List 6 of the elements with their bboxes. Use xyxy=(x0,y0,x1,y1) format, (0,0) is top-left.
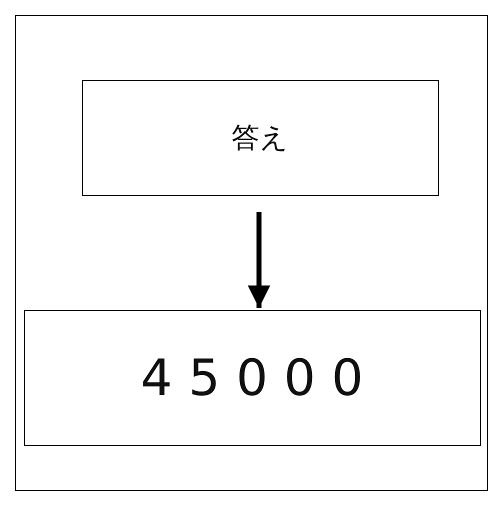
process-box xyxy=(24,310,480,446)
box-label: 4 5 0 0 0 xyxy=(140,348,364,406)
arrow xyxy=(248,212,270,308)
box-label: 答え xyxy=(232,120,288,156)
process-box xyxy=(82,80,438,196)
frame-box xyxy=(15,15,488,491)
